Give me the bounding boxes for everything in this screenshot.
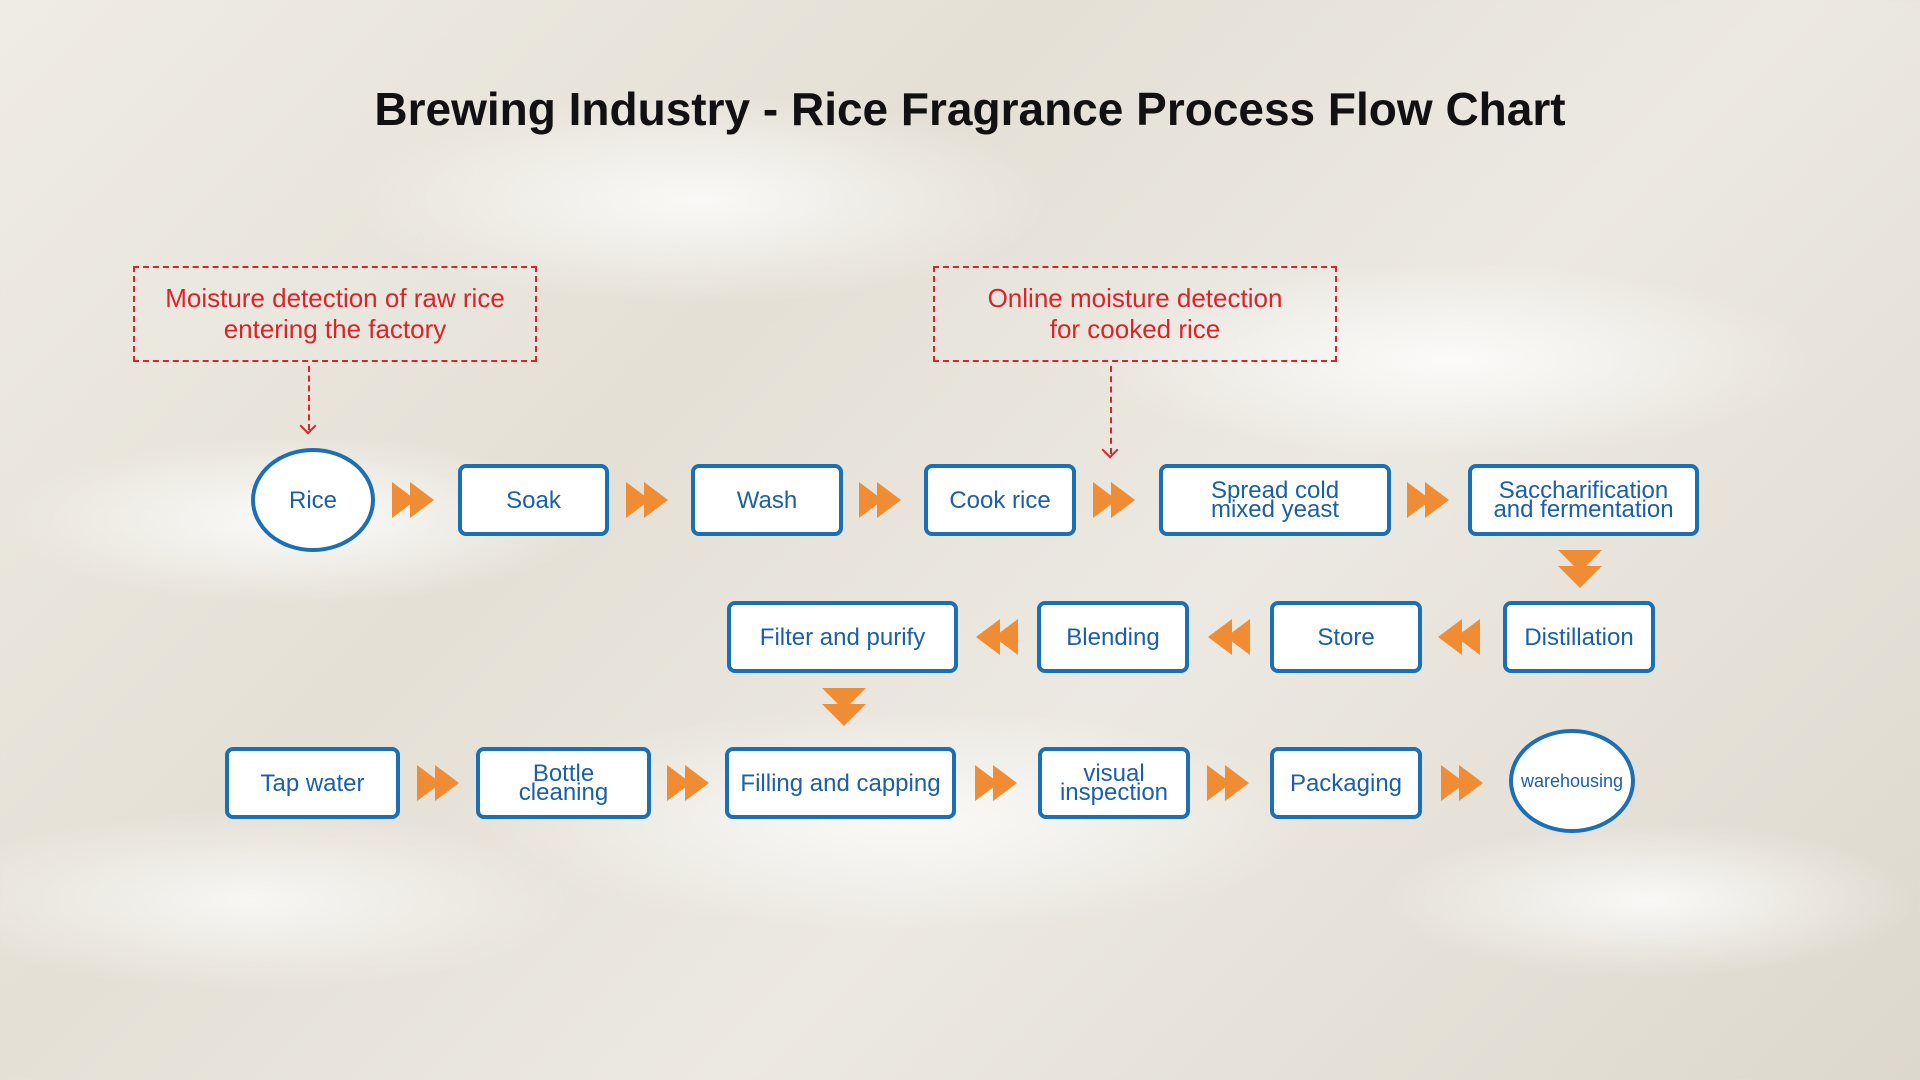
node-spread-cold-mixed-yeast: Spread cold mixed yeast <box>1159 464 1391 536</box>
node-label: Filter and purify <box>759 623 926 651</box>
arrow-down-icon <box>1558 550 1602 590</box>
arrow-left-icon <box>1432 619 1480 655</box>
node-saccharification: Saccharification and fermentation <box>1468 464 1699 536</box>
note-line: Online moisture detection <box>987 283 1283 313</box>
node-label: Store <box>1317 623 1375 651</box>
arrow-right-icon <box>417 765 465 801</box>
node-blending: Blending <box>1037 601 1189 673</box>
node-label: Rice <box>288 486 337 514</box>
node-rice: Rice <box>251 448 375 552</box>
arrow-right-icon <box>1093 482 1141 518</box>
node-label: inspection <box>1059 779 1169 806</box>
arrow-right-icon <box>1407 482 1455 518</box>
node-label: and fermentation <box>1493 496 1674 523</box>
note-raw-rice-moisture: Moisture detection of raw rice entering … <box>133 266 537 362</box>
arrow-right-icon <box>1207 765 1255 801</box>
note-line: for cooked rice <box>1049 314 1221 344</box>
node-label: Wash <box>736 486 798 514</box>
arrow-left-icon <box>970 619 1018 655</box>
arrow-right-icon <box>975 765 1023 801</box>
arrow-down-icon <box>822 688 866 728</box>
node-packaging: Packaging <box>1270 747 1422 819</box>
node-label: Tap water <box>260 769 365 797</box>
node-distillation: Distillation <box>1503 601 1655 673</box>
node-wash: Wash <box>691 464 843 536</box>
arrow-right-icon <box>392 482 440 518</box>
node-label: Blending <box>1066 623 1160 651</box>
node-label: warehousing <box>1520 770 1624 791</box>
node-label: Spread cold <box>1210 477 1340 504</box>
node-warehousing: warehousing <box>1509 729 1635 833</box>
node-label: Distillation <box>1524 623 1634 651</box>
note-line: Moisture detection of raw rice <box>165 283 505 313</box>
node-label: Filling and capping <box>740 769 941 797</box>
arrow-right-icon <box>859 482 907 518</box>
node-label: Bottle <box>532 760 595 787</box>
note-cooked-rice-connector <box>1110 366 1112 454</box>
page-title: Brewing Industry - Rice Fragrance Proces… <box>374 83 1566 135</box>
node-label: Soak <box>506 486 561 514</box>
note-cooked-rice-moisture: Online moisture detection for cooked ric… <box>933 266 1337 362</box>
node-visual-inspection: visual inspection <box>1038 747 1190 819</box>
node-tap-water: Tap water <box>225 747 400 819</box>
node-label: mixed yeast <box>1210 496 1340 523</box>
node-filling-and-capping: Filling and capping <box>725 747 956 819</box>
arrow-right-icon <box>1441 765 1489 801</box>
node-store: Store <box>1270 601 1422 673</box>
node-filter-and-purify: Filter and purify <box>727 601 958 673</box>
node-label: visual <box>1083 760 1145 787</box>
note-line: entering the factory <box>223 314 447 344</box>
node-soak: Soak <box>458 464 609 536</box>
node-bottle-cleaning: Bottle cleaning <box>476 747 651 819</box>
arrow-right-icon <box>626 482 674 518</box>
arrow-left-icon <box>1202 619 1250 655</box>
node-label: Saccharification <box>1498 477 1669 504</box>
node-cook-rice: Cook rice <box>924 464 1076 536</box>
note-raw-rice-connector <box>308 366 310 430</box>
node-label: Cook rice <box>949 486 1051 514</box>
arrow-right-icon <box>667 765 715 801</box>
node-label: Packaging <box>1289 769 1403 797</box>
node-label: cleaning <box>518 779 609 806</box>
